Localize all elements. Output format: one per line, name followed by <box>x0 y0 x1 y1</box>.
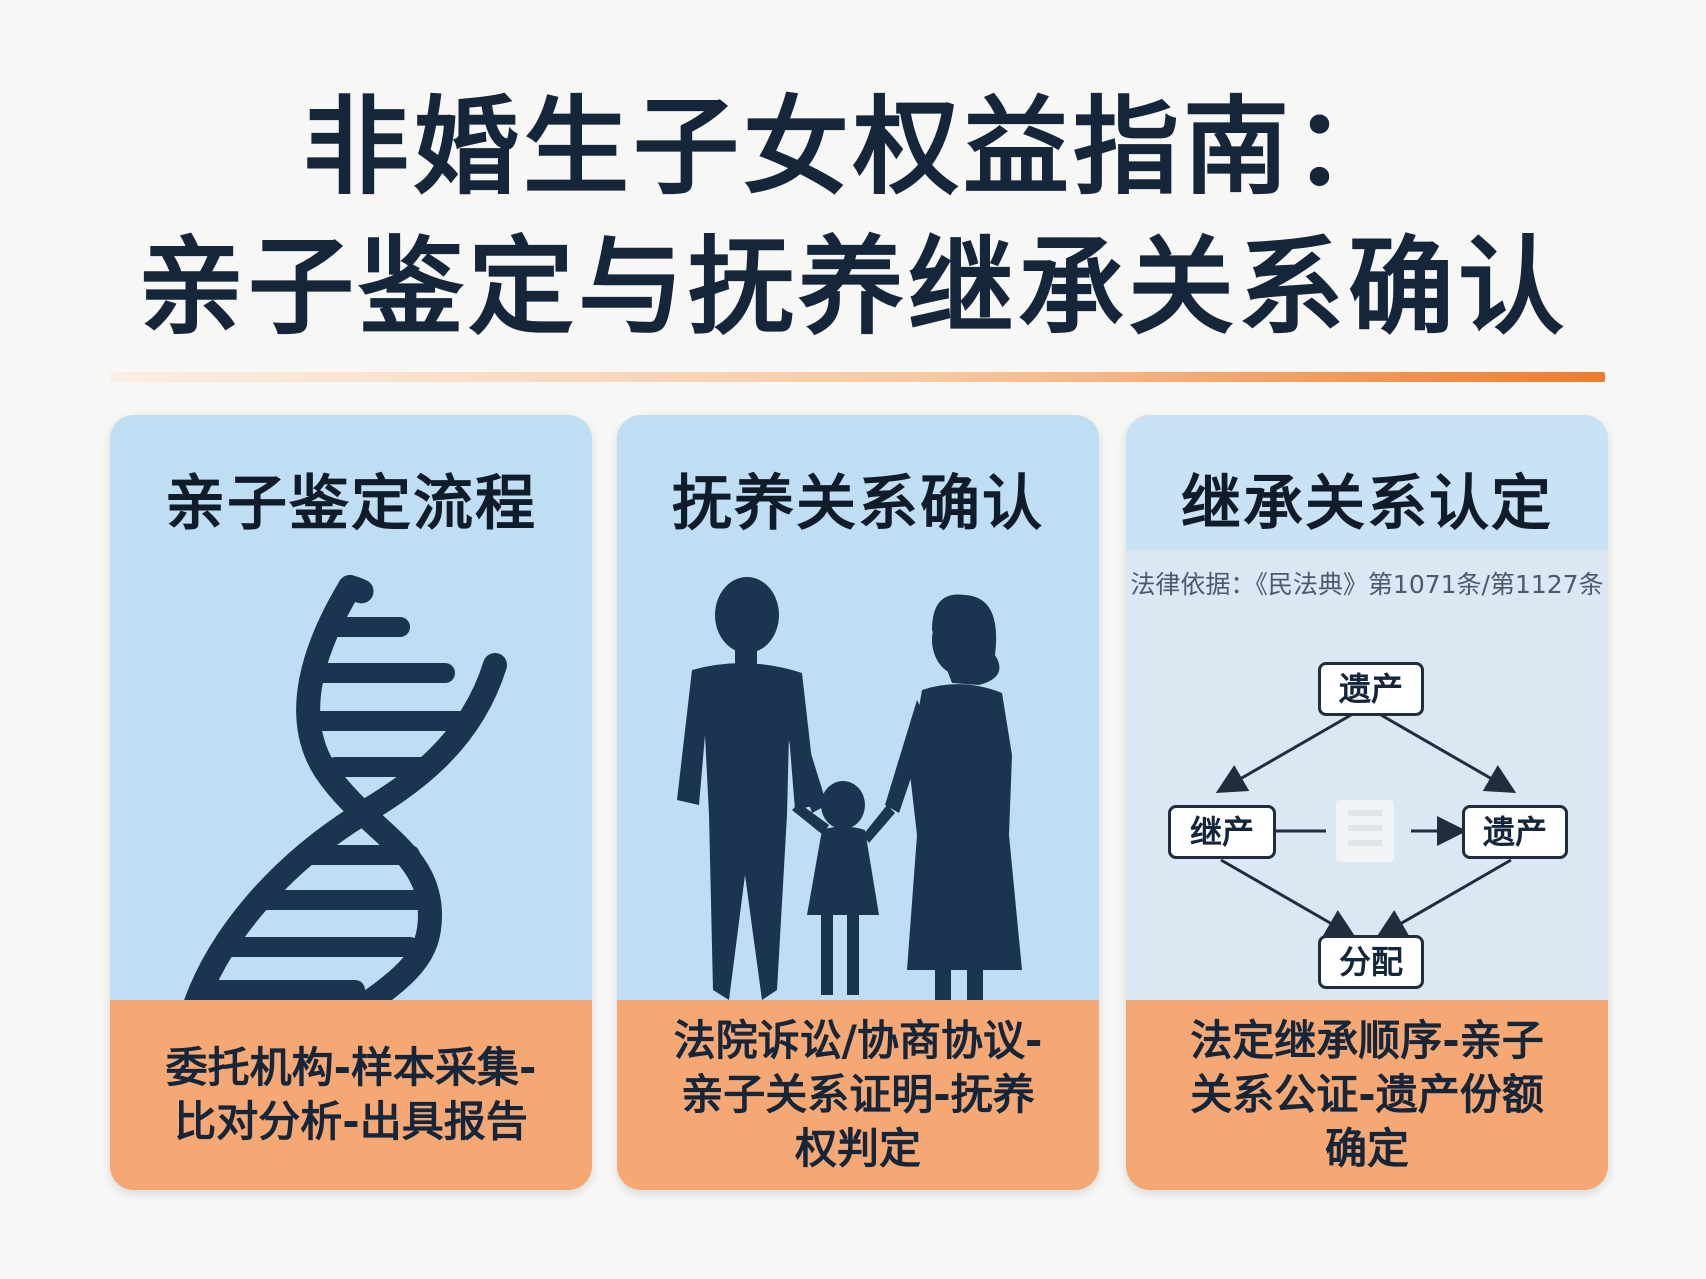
family-silhouette-icon <box>677 577 1022 1000</box>
inheritance-flow-diagram <box>1215 713 1517 938</box>
process-steps: 法定继承顺序-亲子关系公证-遗产份额确定 <box>1190 1016 1544 1173</box>
dna-icon <box>183 575 507 1027</box>
card-paternity-testing: 亲子鉴定流程 委托机构-样本采集-比对分析-出具报告 <box>110 415 592 1190</box>
page-title-line1: 非婚生子女权益指南： <box>303 86 1403 209</box>
diagram-node-estate-top: 遗产 <box>1318 662 1424 716</box>
diagram-node-inherit-left: 继产 <box>1168 805 1276 859</box>
card-heading: 继承关系认定 <box>1181 469 1553 539</box>
card-footer: 委托机构-样本采集-比对分析-出具报告 <box>110 1000 592 1190</box>
card-header-band <box>1126 415 1608 550</box>
diagram-node-distribution: 分配 <box>1318 935 1424 989</box>
process-steps: 委托机构-样本采集-比对分析-出具报告 <box>165 1043 537 1146</box>
legal-basis: 法律依据：《民法典》第1071条/第1127条 <box>1130 570 1604 599</box>
title-divider <box>110 372 1605 382</box>
card-custody-confirmation: 抚养关系确认 法院诉讼/协商协议-亲子关系证明-抚养权判定 <box>617 415 1099 1190</box>
diagram-node-estate-right: 遗产 <box>1462 805 1568 859</box>
card-footer: 法院诉讼/协商协议-亲子关系证明-抚养权判定 <box>617 1000 1099 1190</box>
process-steps: 法院诉讼/协商协议-亲子关系证明-抚养权判定 <box>673 1016 1043 1173</box>
card-heading: 抚养关系确认 <box>672 469 1044 539</box>
page-title-line2: 亲子鉴定与抚养继承关系确认 <box>138 226 1568 349</box>
card-footer: 法定继承顺序-亲子关系公证-遗产份额确定 <box>1126 1000 1608 1190</box>
document-icon <box>1336 800 1394 862</box>
card-inheritance-determination: 继承关系认定 法律依据：《民法典》第1071条/第1127条 遗产 继产 遗产 … <box>1126 415 1608 1190</box>
card-heading: 亲子鉴定流程 <box>165 469 537 539</box>
